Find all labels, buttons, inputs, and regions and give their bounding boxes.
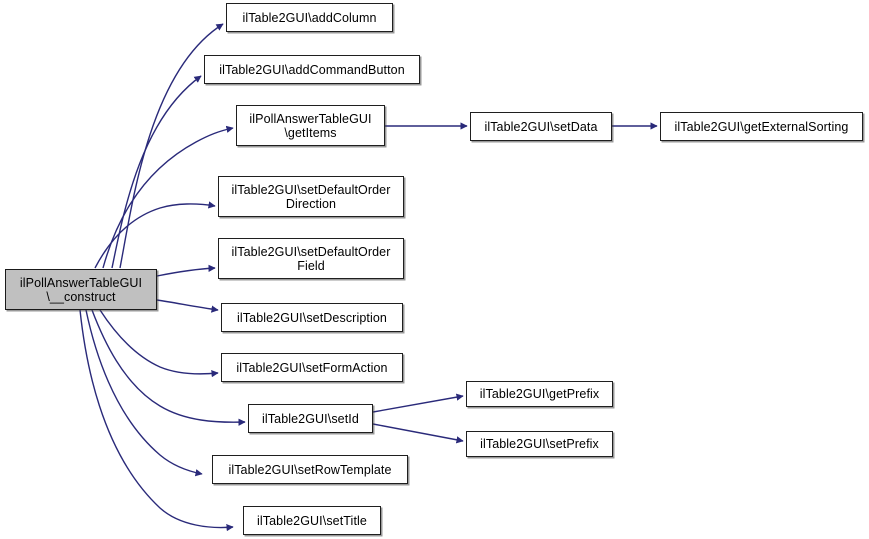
node-setRowTemplate[interactable]: ilTable2GUI\setRowTemplate: [212, 455, 408, 484]
node-setDefaultOrderDirection[interactable]: ilTable2GUI\setDefaultOrder Direction: [218, 176, 404, 217]
node-root[interactable]: ilPollAnswerTableGUI \__construct: [5, 269, 157, 310]
node-label: ilTable2GUI\setRowTemplate: [228, 462, 392, 477]
node-setId[interactable]: ilTable2GUI\setId: [248, 404, 373, 433]
edge-root-to-setDefaultOrderField: [156, 264, 216, 277]
node-label: ilTable2GUI\setFormAction: [236, 360, 388, 375]
node-label: ilTable2GUI\setTitle: [257, 513, 367, 528]
node-setTitle[interactable]: ilTable2GUI\setTitle: [243, 506, 381, 535]
edge-group: [79, 23, 658, 532]
edge-root-to-setTitle: [79, 309, 234, 532]
node-addCommandButton[interactable]: ilTable2GUI\addCommandButton: [204, 55, 420, 84]
node-label: ilTable2GUI\setId: [262, 411, 359, 426]
edge-root-to-setDescription: [156, 299, 219, 313]
node-setDefaultOrderField[interactable]: ilTable2GUI\setDefaultOrder Field: [218, 238, 404, 279]
edge-root-to-setDefaultOrderDirection: [94, 201, 216, 269]
edge-root-to-getItems: [102, 125, 234, 269]
node-setData[interactable]: ilTable2GUI\setData: [470, 112, 612, 141]
node-label: ilTable2GUI\setDefaultOrder Field: [231, 244, 391, 273]
edge-root-to-addColumn: [119, 23, 224, 269]
edge-root-to-setId: [91, 309, 246, 426]
node-label: ilTable2GUI\getPrefix: [479, 387, 600, 401]
node-getItems[interactable]: ilPollAnswerTableGUI \getItems: [236, 105, 385, 146]
node-label: ilTable2GUI\setPrefix: [480, 437, 599, 451]
node-addColumn[interactable]: ilTable2GUI\addColumn: [226, 3, 393, 32]
node-label: ilTable2GUI\addCommandButton: [219, 62, 405, 77]
edge-setId-to-getPrefix: [372, 393, 464, 413]
node-label: ilPollAnswerTableGUI \__construct: [19, 275, 143, 304]
edge-root-to-addCommandButton: [111, 75, 202, 269]
node-label: ilTable2GUI\setDefaultOrder Direction: [231, 182, 391, 211]
node-label: ilPollAnswerTableGUI \getItems: [249, 111, 372, 140]
node-label: ilTable2GUI\setDescription: [237, 310, 387, 325]
node-label: ilTable2GUI\addColumn: [242, 10, 377, 25]
node-getExternalSorting[interactable]: ilTable2GUI\getExternalSorting: [660, 112, 863, 141]
edge-root-to-setFormAction: [99, 309, 219, 378]
edge-setId-to-setPrefix: [372, 423, 464, 444]
edge-root-to-setRowTemplate: [85, 309, 203, 477]
node-getPrefix[interactable]: ilTable2GUI\getPrefix: [466, 381, 613, 407]
node-setDescription[interactable]: ilTable2GUI\setDescription: [221, 303, 403, 332]
node-setFormAction[interactable]: ilTable2GUI\setFormAction: [221, 353, 403, 382]
node-label: ilTable2GUI\getExternalSorting: [674, 119, 849, 134]
node-label: ilTable2GUI\setData: [484, 119, 598, 134]
node-setPrefix[interactable]: ilTable2GUI\setPrefix: [466, 431, 613, 457]
